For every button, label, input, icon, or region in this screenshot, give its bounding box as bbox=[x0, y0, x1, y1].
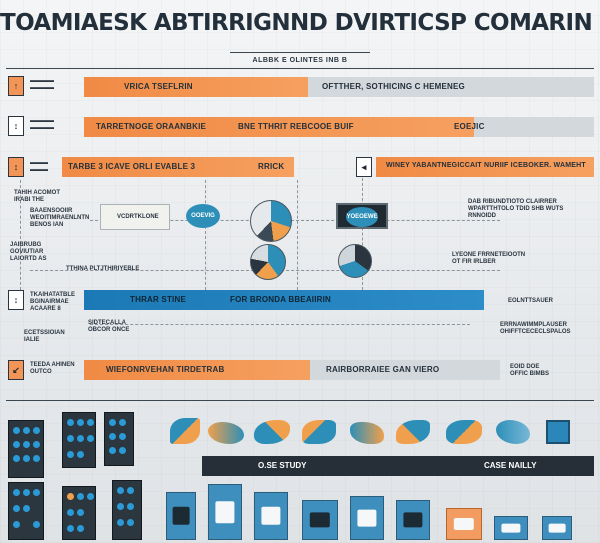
row-marker: ↙ bbox=[8, 360, 24, 380]
row-1-right-band: OFTTHER, SOTHICING C HEMENEG bbox=[308, 77, 594, 97]
row-4-mid-text: FOR BRONDA BBEAIIRIN bbox=[230, 295, 332, 304]
row-2-band: TARRETNOGE ORAANBKIE BNE TTHRIT REBCOOE … bbox=[84, 117, 474, 137]
row-marker: ↕ bbox=[8, 116, 24, 136]
row-marker: ↑ bbox=[8, 76, 24, 96]
row-5-mid-text: RAIRBORRAIEE GAN VIERO bbox=[326, 365, 440, 374]
bubble-badge: OOEVIG bbox=[186, 204, 220, 228]
document-tile-icon bbox=[542, 516, 572, 540]
row-2-left-text: TARRETNOGE ORAANBKIE bbox=[96, 122, 207, 131]
footnote: TTHINA PLTJTHIRIYEBLE bbox=[66, 266, 140, 272]
left-caption: ▬▬▬▬▬▬ bbox=[30, 160, 48, 173]
pie-chart-icon bbox=[250, 244, 286, 280]
connector bbox=[90, 220, 500, 221]
connector bbox=[297, 180, 298, 290]
info-box-label: VCDRTKLONE bbox=[117, 214, 159, 220]
row-marker: ◂ bbox=[356, 157, 372, 177]
row-4-left-text: THRAR STINE bbox=[130, 295, 186, 304]
swirl-icon bbox=[446, 420, 482, 444]
document-tile-icon bbox=[350, 496, 384, 540]
row-1-left-text: VRICA TSEFLRIN bbox=[124, 82, 193, 91]
server-rack-icon bbox=[8, 420, 44, 478]
document-tile-icon bbox=[166, 492, 196, 540]
bubble-badge: YOEOEWE bbox=[346, 207, 378, 227]
divider bbox=[230, 52, 370, 53]
connector bbox=[362, 178, 363, 290]
square-icon bbox=[546, 420, 570, 444]
row-1-right-text: OFTTHER, SOTHICING C HEMENEG bbox=[322, 82, 465, 91]
document-tile-icon bbox=[396, 500, 430, 540]
swirl-icon bbox=[302, 420, 336, 444]
server-rack-icon bbox=[62, 486, 96, 540]
row-2-right-text: EOEJIC bbox=[454, 122, 485, 131]
server-rack-icon bbox=[104, 412, 134, 466]
left-caption: ▬▬▬▬▬▬▬▬ bbox=[30, 78, 54, 91]
server-rack-icon bbox=[8, 482, 44, 540]
case-study-label-right: CASE NAILLY bbox=[484, 461, 537, 470]
connector bbox=[90, 324, 470, 325]
row-5-left-text: WIEFONRVEHAN TIRDETRAB bbox=[106, 365, 225, 374]
left-caption: ▬▬▬▬▬▬▬▬ bbox=[30, 118, 54, 131]
server-rack-icon bbox=[112, 480, 142, 540]
row-marker: ↕ bbox=[8, 290, 24, 310]
connector bbox=[205, 180, 206, 290]
swirl-icon bbox=[496, 420, 530, 444]
document-tile-icon bbox=[254, 492, 288, 540]
swirl-icon bbox=[208, 422, 244, 444]
row-5-right-band: RAIRBORRAIEE GAN VIERO bbox=[310, 360, 500, 380]
row-5-left-band: WIEFONRVEHAN TIRDETRAB bbox=[84, 360, 310, 380]
document-tile-icon bbox=[208, 484, 242, 540]
pie-chart-icon bbox=[338, 244, 372, 278]
info-box: VCDRTKLONE bbox=[100, 204, 170, 230]
row-2-right-band: EOEJIC bbox=[454, 117, 594, 137]
document-tile-icon bbox=[446, 508, 482, 540]
case-study-strip: O.SE STUDY CASE NAILLY bbox=[202, 456, 594, 476]
divider bbox=[6, 68, 594, 69]
divider bbox=[6, 400, 594, 401]
row-marker: ↕ bbox=[8, 157, 24, 177]
swirl-icon bbox=[170, 418, 200, 444]
document-tile-icon bbox=[302, 500, 338, 540]
row-2-mid-text: BNE TTHRIT REBCOOE BUIF bbox=[238, 122, 354, 131]
document-tile-icon bbox=[494, 516, 528, 540]
row-3-mid-text: RRICK bbox=[258, 162, 285, 171]
row-3-left-text: TARBE 3 ICAVE ORLI EVABLE 3 bbox=[68, 162, 196, 171]
page-subtitle: ALBBK E OLINTES INB B bbox=[252, 57, 348, 64]
highlight-box: YOEOEWE bbox=[336, 203, 388, 229]
row-3-right-band: WINEY YABANTNEGICCAIT NURIIF ICEBOKER. W… bbox=[376, 157, 594, 177]
pie-chart-icon bbox=[250, 200, 292, 242]
connector bbox=[20, 180, 21, 290]
right-caption: EOLNTTSAUER bbox=[508, 298, 553, 304]
row-4-band: THRAR STINE FOR BRONDA BBEAIIRIN bbox=[84, 290, 484, 310]
row-3-left-band: TARBE 3 ICAVE ORLI EVABLE 3 RRICK bbox=[62, 157, 294, 177]
server-rack-icon bbox=[62, 412, 96, 468]
page-title: TOAMIAESK ABTIRRIGNND DVIRTICSP COMARIN … bbox=[0, 10, 600, 36]
case-study-label: O.SE STUDY bbox=[258, 461, 307, 470]
row-1-left-band: VRICA TSEFLRIN bbox=[84, 77, 308, 97]
row-3-right-text: WINEY YABANTNEGICCAIT NURIIF ICEBOKER. W… bbox=[386, 162, 586, 169]
swirl-icon bbox=[350, 422, 384, 444]
